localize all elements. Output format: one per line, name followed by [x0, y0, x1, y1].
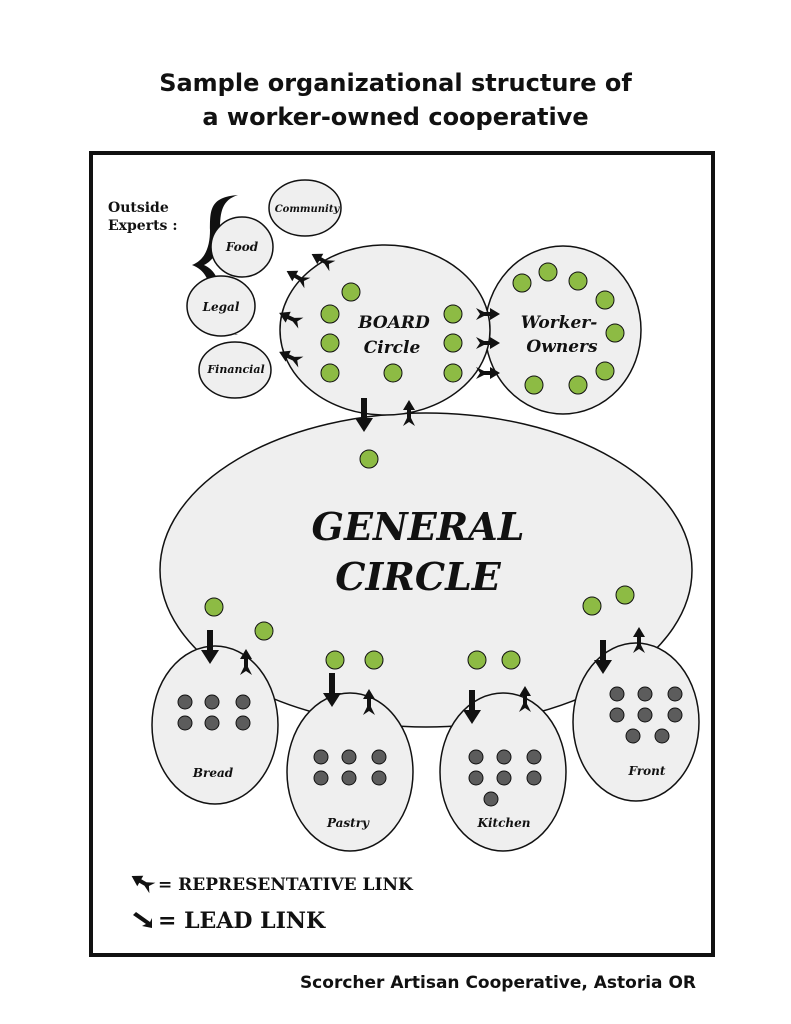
- member-dot: [501, 650, 521, 670]
- legend-lead: = LEAD LINK: [158, 908, 326, 934]
- member-dot: [325, 650, 345, 670]
- team-dot: [654, 728, 670, 744]
- team-dot: [496, 770, 512, 786]
- team-dot: [204, 694, 220, 710]
- expert-food-label: Food: [225, 240, 259, 254]
- team-dot: [667, 707, 683, 723]
- board-label-1: BOARD: [357, 313, 430, 333]
- expert-financial: [198, 341, 272, 399]
- team-dot: [177, 694, 193, 710]
- member-dot: [204, 597, 224, 617]
- member-dot: [615, 585, 635, 605]
- outside-experts: Outside Experts : Community Food Legal F…: [108, 179, 342, 399]
- member-dot: [467, 650, 487, 670]
- member-dot: [568, 271, 588, 291]
- member-dot: [443, 333, 463, 353]
- team-dot: [341, 770, 357, 786]
- expert-community-label: Community: [275, 204, 341, 215]
- kitchen-label: Kitchen: [477, 816, 531, 830]
- general-members: [204, 449, 635, 670]
- team-dot: [341, 749, 357, 765]
- lead-link-legend-icon: [133, 912, 152, 928]
- expert-legal: [186, 275, 256, 337]
- team-dot: [313, 770, 329, 786]
- pastry-label: Pastry: [326, 816, 370, 830]
- front-circle: [572, 642, 700, 802]
- expert-community: [268, 179, 342, 237]
- member-dot: [254, 621, 274, 641]
- team-dot: [637, 707, 653, 723]
- team-dot: [483, 791, 499, 807]
- title-line-2: a worker-owned cooperative: [202, 103, 589, 131]
- general-circle: [159, 412, 693, 728]
- team-dot: [313, 749, 329, 765]
- member-dot: [383, 363, 403, 383]
- front-label: Front: [628, 764, 666, 778]
- team-dot: [609, 686, 625, 702]
- member-dot: [512, 273, 532, 293]
- bread-label: Bread: [192, 766, 234, 780]
- diagram-title: Sample organizational structure of a wor…: [0, 66, 791, 134]
- title-line-1: Sample organizational structure of: [159, 69, 632, 97]
- team-dot: [637, 686, 653, 702]
- member-dot: [320, 363, 340, 383]
- credit: Scorcher Artisan Cooperative, Astoria OR: [299, 973, 696, 993]
- worker-owner-members: [512, 262, 625, 395]
- member-dot: [341, 282, 361, 302]
- team-dot: [177, 715, 193, 731]
- team-dot: [235, 694, 251, 710]
- team-dot: [204, 715, 220, 731]
- member-dot: [364, 650, 384, 670]
- member-dot: [443, 363, 463, 383]
- team-dot: [609, 707, 625, 723]
- team-members: [177, 686, 683, 807]
- member-dot: [538, 262, 558, 282]
- general-circle-label-2: CIRCLE: [335, 554, 502, 599]
- team-dot: [235, 715, 251, 731]
- member-dot: [443, 304, 463, 324]
- expert-food: [210, 216, 274, 278]
- team-dot: [468, 770, 484, 786]
- member-dot: [524, 375, 544, 395]
- outside-experts-label-1: Outside: [108, 200, 169, 216]
- board-members: [320, 282, 463, 383]
- worker-owners-label-1: Worker-: [521, 313, 598, 333]
- member-dot: [595, 361, 615, 381]
- team-dot: [468, 749, 484, 765]
- member-dot: [568, 375, 588, 395]
- worker-owners-label-2: Owners: [526, 337, 598, 357]
- outside-experts-label-2: Experts :: [108, 218, 177, 234]
- team-dot: [371, 749, 387, 765]
- team-dot: [667, 686, 683, 702]
- member-dot: [595, 290, 615, 310]
- member-dot: [320, 304, 340, 324]
- legend-representative: = REPRESENTATIVE LINK: [158, 875, 414, 895]
- team-dot: [496, 749, 512, 765]
- member-dot: [605, 323, 625, 343]
- expert-legal-label: Legal: [202, 300, 240, 314]
- member-dot: [582, 596, 602, 616]
- member-dot: [320, 333, 340, 353]
- team-dot: [526, 770, 542, 786]
- legend: = REPRESENTATIVE LINK = LEAD LINK: [128, 870, 414, 934]
- general-circle-label-1: GENERAL: [312, 504, 525, 549]
- board-label-2: Circle: [364, 338, 421, 358]
- team-dot: [371, 770, 387, 786]
- team-dot: [625, 728, 641, 744]
- member-dot: [359, 449, 379, 469]
- team-dot: [526, 749, 542, 765]
- expert-financial-label: Financial: [206, 363, 264, 376]
